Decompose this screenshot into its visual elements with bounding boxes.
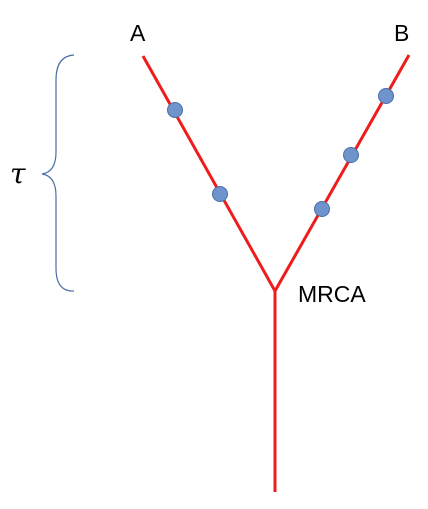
lineage-a-label: A: [130, 20, 146, 46]
mutation-marker-b-3: [314, 201, 330, 217]
mrca-label: MRCA: [298, 281, 366, 307]
time-interval-brace: [41, 54, 75, 292]
lineage-a-branch: [141, 55, 277, 292]
tau-label: τ: [10, 157, 26, 190]
mutation-marker-a-2: [212, 186, 228, 202]
lineage-b-label: B: [394, 20, 410, 46]
mutation-marker-b-2: [343, 147, 359, 163]
tree-branches: [141, 54, 411, 492]
mutation-markers: [167, 88, 394, 217]
mutation-marker-a-1: [167, 102, 183, 118]
mutation-marker-b-1: [378, 88, 394, 104]
